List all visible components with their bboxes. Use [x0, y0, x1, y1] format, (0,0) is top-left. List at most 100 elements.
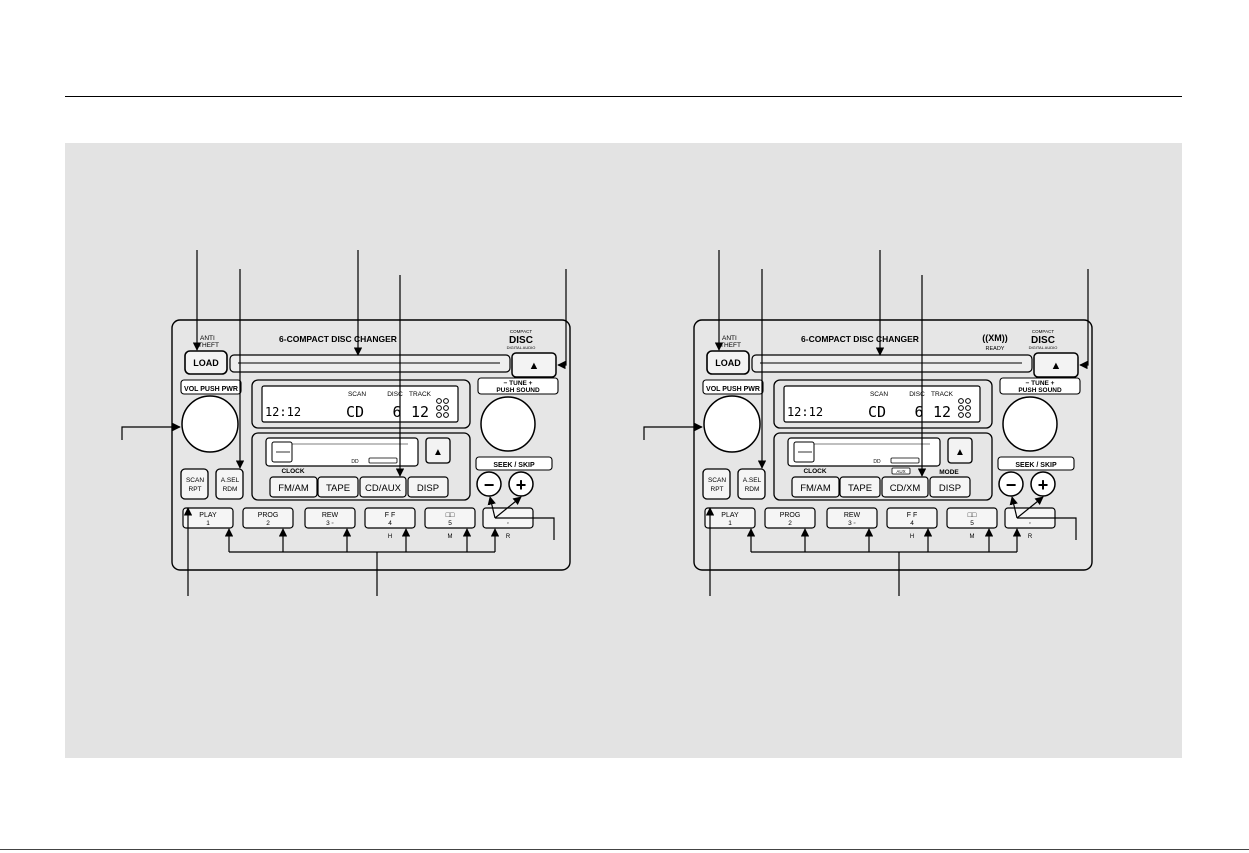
preset-number-1[interactable]: 1	[728, 520, 732, 527]
preset-number-3[interactable]: 3 ◦	[848, 520, 856, 527]
dolby-indicator	[890, 457, 920, 464]
mode-button-2[interactable]	[839, 476, 881, 498]
tune-knob[interactable]	[480, 396, 536, 452]
rdm-label[interactable]: RDM	[745, 486, 760, 493]
tape-eject-icon[interactable]: ▲	[433, 447, 443, 458]
mode-button-label-4[interactable]: DISP	[939, 483, 961, 494]
tune-knob[interactable]	[1002, 396, 1058, 452]
asel-label[interactable]: A.SEL	[221, 477, 240, 484]
volume-knob[interactable]	[181, 395, 239, 453]
seek-plus-button[interactable]	[508, 471, 534, 497]
mode-button-label-4[interactable]: DISP	[417, 483, 439, 494]
disc-indicator	[958, 412, 964, 418]
asel-rdm-button[interactable]	[215, 468, 244, 500]
mode-button-3[interactable]	[359, 476, 407, 498]
load-button-label[interactable]: LOAD	[715, 358, 741, 368]
volume-knob[interactable]	[703, 395, 761, 453]
tune-label-box	[999, 377, 1081, 395]
preset-button-3[interactable]	[304, 507, 356, 529]
seek-minus-button[interactable]	[998, 471, 1024, 497]
preset-button-4[interactable]	[886, 507, 938, 529]
seek-skip-label: SEEK / SKIP	[1015, 462, 1057, 469]
preset-top-label-2[interactable]: PROG	[780, 512, 801, 519]
preset-number-1[interactable]: 1	[206, 520, 210, 527]
scan-label[interactable]: SCAN	[186, 477, 204, 484]
display-track: TRACK	[931, 391, 954, 398]
sound-label: PUSH SOUND	[496, 387, 540, 394]
preset-button-5[interactable]	[424, 507, 476, 529]
tape-eject-button[interactable]	[425, 437, 451, 464]
mode-button-2[interactable]	[317, 476, 359, 498]
cd-eject-button[interactable]	[1033, 352, 1079, 378]
preset-top-label-1[interactable]: PLAY	[721, 512, 739, 519]
preset-number-2[interactable]: 2	[788, 520, 792, 527]
preset-number-3[interactable]: 3 ◦	[326, 520, 334, 527]
preset-number-2[interactable]: 2	[266, 520, 270, 527]
display-disc-number: 6	[392, 403, 401, 421]
load-button-label[interactable]: LOAD	[193, 358, 219, 368]
load-button[interactable]	[184, 350, 228, 375]
tape-eject-icon[interactable]: ▲	[955, 447, 965, 458]
preset-number-5[interactable]: 5	[448, 520, 452, 527]
preset-number-4[interactable]: 4	[388, 520, 392, 527]
mode-button-label-2[interactable]: TAPE	[848, 483, 872, 494]
cd-eject-button[interactable]	[511, 352, 557, 378]
mode-button-label-3[interactable]: CD/AUX	[365, 483, 402, 494]
minus-icon[interactable]: −	[484, 475, 495, 495]
mode-button-4[interactable]	[407, 476, 449, 498]
preset-top-label-5[interactable]: □□	[446, 512, 455, 519]
seek-plus-button[interactable]	[1030, 471, 1056, 497]
preset-button-2[interactable]	[764, 507, 816, 529]
preset-top-label-5[interactable]: □□	[968, 512, 977, 519]
mode-button-label-2[interactable]: TAPE	[326, 483, 350, 494]
preset-top-label-1[interactable]: PLAY	[199, 512, 217, 519]
eject-icon[interactable]: ▲	[529, 360, 540, 372]
plus-icon[interactable]: +	[1038, 475, 1049, 495]
preset-button-1[interactable]	[182, 507, 234, 529]
preset-button-1[interactable]	[704, 507, 756, 529]
mode-button-4[interactable]	[929, 476, 971, 498]
preset-button-3[interactable]	[826, 507, 878, 529]
preset-top-label-3[interactable]: REW	[322, 512, 339, 519]
mode-button-label-1[interactable]: FM/AM	[800, 483, 831, 494]
dolby-icon: DD	[351, 459, 359, 465]
mode-button-label-1[interactable]: FM/AM	[278, 483, 309, 494]
minus-icon[interactable]: −	[1006, 475, 1017, 495]
mode-button-label-3[interactable]: CD/XM	[890, 483, 921, 494]
tune-label: − TUNE +	[504, 380, 533, 387]
preset-top-label-3[interactable]: REW	[844, 512, 861, 519]
eject-icon[interactable]: ▲	[1051, 360, 1062, 372]
preset-top-label-4[interactable]: F F	[385, 512, 396, 519]
rpt-label[interactable]: RPT	[189, 486, 202, 493]
rdm-label[interactable]: RDM	[223, 486, 238, 493]
display-mode: CD	[868, 403, 886, 421]
preset-number-6[interactable]: ◦	[1029, 520, 1031, 527]
cd-logo-top: COMPACT	[510, 329, 532, 334]
display-disc: DISC	[387, 391, 403, 398]
rpt-label[interactable]: RPT	[711, 486, 724, 493]
seek-minus-button[interactable]	[476, 471, 502, 497]
scan-label[interactable]: SCAN	[708, 477, 726, 484]
mode-button-3[interactable]	[881, 476, 929, 498]
preset-button-4[interactable]	[364, 507, 416, 529]
preset-button-5[interactable]	[946, 507, 998, 529]
tape-eject-button[interactable]	[947, 437, 973, 464]
preset-top-label-2[interactable]: PROG	[258, 512, 279, 519]
scan-rpt-button[interactable]	[702, 468, 731, 500]
callout-volume	[643, 422, 703, 440]
preset-number-6[interactable]: ◦	[507, 520, 509, 527]
faceplate-header: 6-COMPACT DISC CHANGER	[801, 334, 919, 344]
mode-button-1[interactable]	[791, 476, 840, 498]
asel-label[interactable]: A.SEL	[743, 477, 762, 484]
plus-icon[interactable]: +	[516, 475, 527, 495]
cd-logo-top: COMPACT	[1032, 329, 1054, 334]
mode-button-1[interactable]	[269, 476, 318, 498]
preset-number-4[interactable]: 4	[910, 520, 914, 527]
preset-button-2[interactable]	[242, 507, 294, 529]
preset-top-label-4[interactable]: F F	[907, 512, 918, 519]
preset-number-5[interactable]: 5	[970, 520, 974, 527]
scan-rpt-button[interactable]	[180, 468, 209, 500]
asel-rdm-button[interactable]	[737, 468, 766, 500]
load-button[interactable]	[706, 350, 750, 375]
